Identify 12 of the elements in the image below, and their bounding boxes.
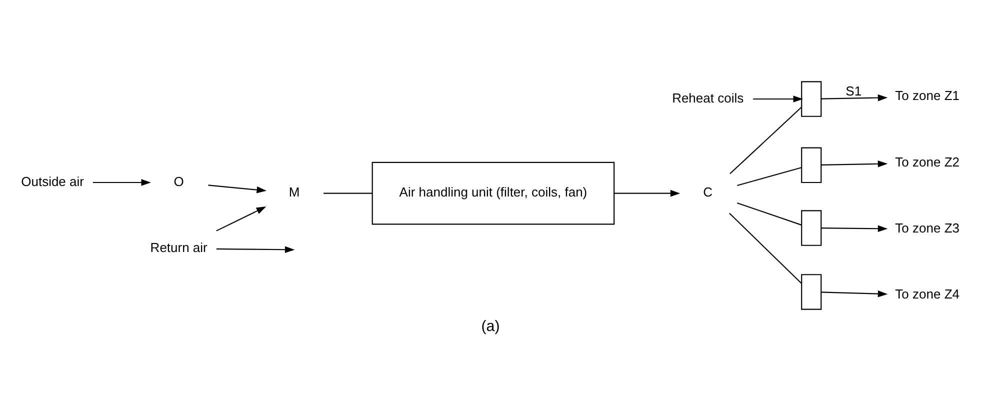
node-text: To zone Z4 <box>895 286 960 302</box>
node-text: Return air <box>150 240 208 255</box>
caption: (a) <box>481 318 500 336</box>
node-text: To zone Z2 <box>895 154 960 170</box>
node-text: Outside air <box>21 174 84 189</box>
node-text: To zone Z1 <box>895 88 960 104</box>
node-text: Reheat coils <box>672 90 744 106</box>
node-text: To zone Z3 <box>895 220 960 236</box>
edge-label: S1 <box>846 83 862 98</box>
node-text: M <box>288 184 300 200</box>
node-text: O <box>174 174 184 189</box>
node-text: C <box>703 184 713 200</box>
